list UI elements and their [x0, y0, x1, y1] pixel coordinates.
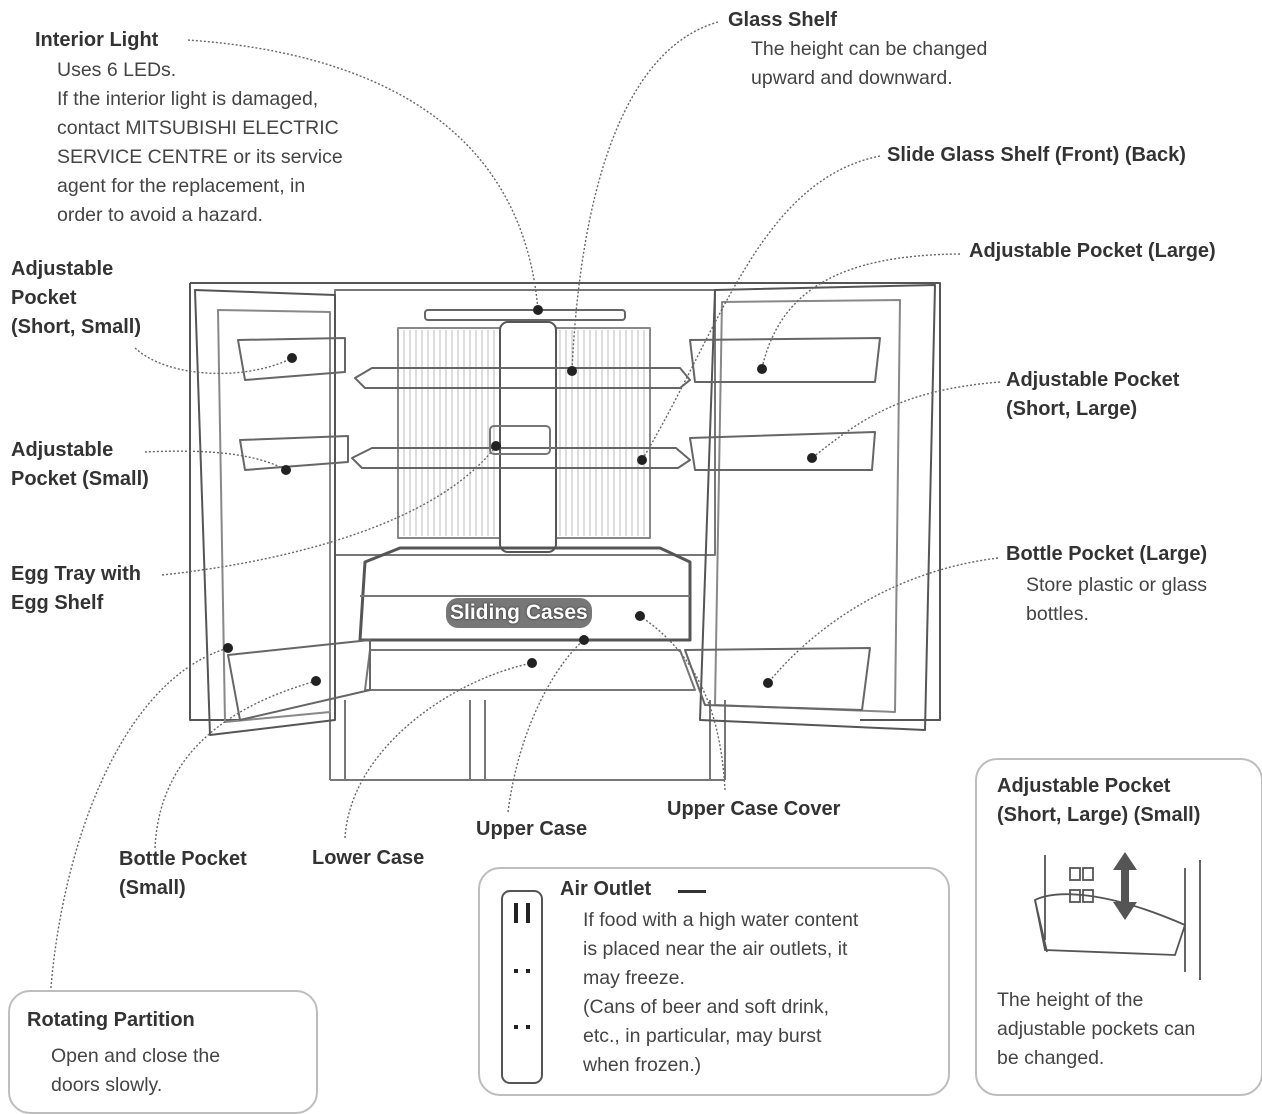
air-outlet-dash — [678, 890, 706, 893]
label-bottle-pocket-small: Bottle Pocket (Small) — [119, 845, 247, 903]
air-outlet-desc: If food with a high water content is pla… — [583, 906, 858, 1080]
desc-line: agent for the replacement, in — [57, 175, 306, 197]
rotating-partition-title: Rotating Partition — [27, 1009, 195, 1031]
leader-lines — [49, 21, 1001, 1001]
air-duct — [499, 321, 557, 553]
desc-line: when frozen.) — [583, 1054, 702, 1076]
pocket-height-illustration — [1033, 852, 1201, 980]
label-line: Bottle Pocket — [119, 848, 247, 870]
leader-upper-case-cover — [639, 615, 726, 791]
label-line: (Small) — [119, 877, 186, 899]
leader-adj-pocket-large — [761, 253, 961, 369]
label-sliding-cases: Sliding Cases — [446, 598, 592, 628]
label-adj-pocket-short-small: Adjustable Pocket (Short, Small) — [11, 255, 141, 342]
bottom-drawers — [329, 700, 726, 780]
desc-line: If food with a high water content — [583, 909, 859, 931]
leader-upper-case — [507, 639, 585, 813]
right-pocket-short-large — [689, 431, 876, 471]
label-line: Pocket (Small) — [11, 468, 149, 490]
desc-line: SERVICE CENTRE or its service — [57, 146, 343, 168]
sliding-cases-body — [358, 546, 692, 642]
label-adj-pocket-short-large: Adjustable Pocket (Short, Large) — [1006, 366, 1179, 424]
label-upper-case-cover: Upper Case Cover — [667, 798, 841, 820]
glass-shelf — [354, 367, 691, 389]
right-door — [699, 284, 936, 731]
desc-line: The height can be changed — [751, 38, 988, 60]
leader-slide-glass-shelf — [641, 155, 881, 461]
label-adj-pocket-small: Adjustable Pocket (Small) — [11, 436, 149, 494]
title-line: (Short, Large) (Small) — [997, 804, 1201, 826]
adjustable-pocket-info-box: Adjustable Pocket (Short, Large) (Small)… — [975, 758, 1262, 1096]
leader-bottle-pocket-large — [767, 557, 999, 684]
left-pocket-2 — [239, 435, 349, 471]
desc-line: etc., in particular, may burst — [583, 1025, 822, 1047]
desc-line: doors slowly. — [51, 1074, 163, 1096]
desc-line: Uses 6 LEDs. — [57, 59, 177, 81]
cabinet-outline — [189, 282, 941, 721]
glass-shelf-desc: The height can be changed upward and dow… — [751, 35, 987, 93]
air-outlet-icon — [501, 890, 543, 1084]
adjustable-pocket-info-desc: The height of the adjustable pockets can… — [997, 986, 1195, 1073]
label-bottle-pocket-large: Bottle Pocket (Large) — [1006, 543, 1208, 565]
leader-glass-shelf — [571, 21, 719, 371]
label-line: Egg Tray with — [11, 563, 142, 585]
label-line: Pocket — [11, 287, 77, 309]
interior-light-bar — [424, 309, 626, 321]
lower-case-body — [364, 649, 696, 691]
right-bottle-pocket — [684, 647, 871, 711]
up-down-arrow-icon — [1113, 852, 1137, 920]
bottle-pocket-large-desc: Store plastic or glass bottles. — [1026, 571, 1207, 629]
desc-line: be changed. — [997, 1047, 1105, 1069]
title-line: Adjustable Pocket — [997, 775, 1171, 797]
leader-dots — [223, 305, 817, 688]
air-outlet-box: Air Outlet If food with a high water con… — [478, 867, 950, 1096]
label-slide-glass-shelf: Slide Glass Shelf (Front) (Back) — [887, 144, 1186, 166]
label-line: Adjustable — [11, 258, 114, 280]
desc-line: may freeze. — [583, 967, 685, 989]
egg-tray — [489, 425, 551, 455]
desc-line: is placed near the air outlets, it — [583, 938, 848, 960]
desc-line: (Cans of beer and soft drink, — [583, 996, 830, 1018]
adjustable-pocket-info-title: Adjustable Pocket (Short, Large) (Small) — [997, 772, 1200, 830]
air-outlet-title: Air Outlet — [560, 878, 652, 900]
refrigerator-illustration — [49, 21, 1001, 1001]
label-upper-case: Upper Case — [476, 818, 588, 840]
label-line: Egg Shelf — [11, 592, 104, 614]
leader-interior-light — [187, 39, 539, 311]
label-interior-light: Interior Light — [35, 29, 159, 51]
desc-line: contact MITSUBISHI ELECTRIC — [57, 117, 339, 139]
rotating-partition-box: Rotating Partition Open and close the do… — [8, 990, 318, 1114]
interior-light-desc: Uses 6 LEDs. If the interior light is da… — [57, 56, 343, 230]
right-pocket-large — [689, 337, 881, 383]
desc-line: Open and close the — [51, 1045, 221, 1067]
label-line: (Short, Small) — [11, 316, 142, 338]
desc-line: adjustable pockets can — [997, 1018, 1196, 1040]
desc-line: order to avoid a hazard. — [57, 204, 263, 226]
leader-rotating-partition — [49, 647, 229, 1001]
left-pocket-1 — [237, 337, 346, 381]
leader-adj-pocket-small — [144, 450, 287, 471]
desc-line: upward and downward. — [751, 67, 953, 89]
desc-line: The height of the — [997, 989, 1144, 1011]
leader-adj-pocket-short-small — [134, 347, 293, 375]
label-lower-case: Lower Case — [312, 847, 425, 869]
leader-adj-pocket-short-large — [811, 381, 1001, 459]
label-glass-shelf: Glass Shelf — [728, 9, 837, 31]
desc-line: bottles. — [1026, 603, 1089, 625]
left-door — [194, 289, 336, 736]
left-bottle-pocket — [227, 639, 371, 721]
leader-lower-case — [344, 662, 533, 839]
label-line: Adjustable — [11, 439, 114, 461]
label-line: Adjustable Pocket — [1006, 369, 1180, 391]
desc-line: Store plastic or glass — [1026, 574, 1207, 596]
label-egg-tray: Egg Tray with Egg Shelf — [11, 560, 141, 618]
desc-line: If the interior light is damaged, — [57, 88, 319, 110]
rotating-partition-desc: Open and close the doors slowly. — [51, 1042, 220, 1100]
back-panel-ribs — [403, 330, 645, 536]
label-adj-pocket-large: Adjustable Pocket (Large) — [969, 240, 1216, 262]
label-line: (Short, Large) — [1006, 398, 1138, 420]
slide-glass-shelf — [351, 447, 691, 469]
leader-bottle-pocket-small — [154, 680, 317, 849]
